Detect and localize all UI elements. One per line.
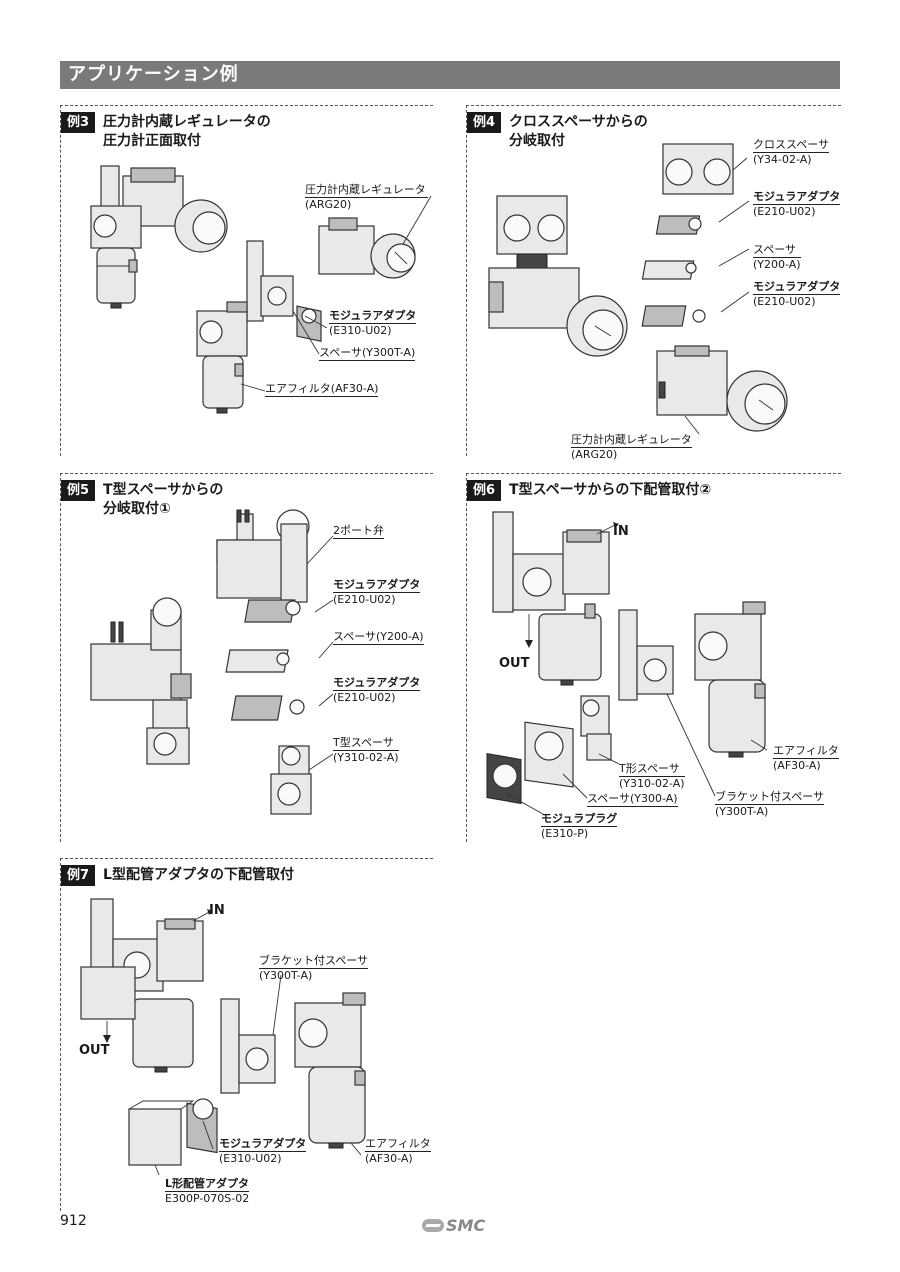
ex6-plug-name: モジュラプラグ	[541, 812, 618, 827]
example-4-section: 例4 クロススペーサからの 分岐取付	[466, 105, 841, 461]
ex6-filter-name: エアフィルタ	[773, 744, 839, 759]
brand-name: SMC	[446, 1216, 486, 1235]
ex4-adapter2-label: モジュラアダプタ (E210-U02)	[753, 280, 841, 309]
example-7-tag: 例7	[61, 865, 96, 886]
ex3-filter-label: エアフィルタ(AF30-A)	[265, 382, 379, 397]
ex4-regulator-label: 圧力計内蔵レギュレータ (ARG20)	[571, 433, 692, 462]
ex4-adapter2-code: (E210-U02)	[753, 295, 816, 308]
example-3-title: 圧力計内蔵レギュレータの 圧力計正面取付	[103, 114, 271, 149]
example-3-tag: 例3	[61, 112, 96, 133]
example-4-heading: 例4 クロススペーサからの 分岐取付	[467, 112, 648, 151]
example-6-heading: 例6 T型スペーサからの下配管取付②	[467, 480, 711, 501]
example-4-illustration	[488, 143, 788, 435]
ex7-bracket-label: ブラケット付スペーサ (Y300T-A)	[259, 954, 369, 983]
page-header: アプリケーション例	[60, 61, 840, 89]
ex3-adapter-label: モジュラアダプタ (E310-U02)	[329, 309, 417, 338]
ex6-tspacer-name: T形スペーサ	[619, 762, 685, 777]
ex3-adapter-name: モジュラアダプタ	[329, 309, 417, 324]
ex7-adapter-name: モジュラアダプタ	[219, 1137, 307, 1152]
ex3-regulator-label: 圧力計内蔵レギュレータ (ARG20)	[305, 183, 428, 212]
ex7-bracket-code: (Y300T-A)	[259, 969, 313, 982]
ex6-in-label: IN	[613, 524, 629, 539]
ex6-plug-code: (E310-P)	[541, 827, 589, 840]
ex5-adapter2-name: モジュラアダプタ	[333, 676, 421, 691]
ex5-adapter1-name: モジュラアダプタ	[333, 578, 421, 593]
ex4-regulator-name: 圧力計内蔵レギュレータ	[571, 433, 692, 448]
example-6-illustration	[486, 511, 768, 815]
ex4-adapter1-name: モジュラアダプタ	[753, 190, 841, 205]
ex6-bracket-name: ブラケット付スペーサ	[715, 790, 825, 805]
example-6-tag: 例6	[467, 480, 502, 501]
ex7-ladapter-label: L形配管アダプタ E300P-070S-02	[165, 1177, 250, 1206]
ex5-tspacer-code: (Y310-02-A)	[333, 751, 399, 764]
ex3-adapter-code: (E310-U02)	[329, 324, 392, 337]
ex5-spacer-label: スペーサ(Y200-A)	[333, 630, 424, 645]
example-3-section: 例3 圧力計内蔵レギュレータの 圧力計正面取付	[60, 105, 433, 456]
ex4-cross-label: クロススペーサ (Y34-02-A)	[753, 138, 830, 167]
ex4-regulator-code: (ARG20)	[571, 448, 618, 461]
ex5-valve-label: 2ポート弁	[333, 524, 384, 539]
ex7-filter-name: エアフィルタ	[365, 1137, 431, 1152]
example-6-title: T型スペーサからの下配管取付②	[509, 482, 712, 498]
page-number: 912	[60, 1213, 87, 1229]
ex6-tspacer-label: T形スペーサ (Y310-02-A)	[619, 762, 685, 791]
ex4-cross-code: (Y34-02-A)	[753, 153, 812, 166]
example-5-section: 例5 T型スペーサからの 分岐取付①	[60, 473, 433, 842]
ex7-ladapter-name: L形配管アダプタ	[165, 1177, 250, 1192]
ex7-ladapter-code: E300P-070S-02	[165, 1192, 250, 1205]
example-3-heading: 例3 圧力計内蔵レギュレータの 圧力計正面取付	[61, 112, 271, 151]
ex7-filter-code: (AF30-A)	[365, 1152, 413, 1165]
ex7-adapter-code: (E310-U02)	[219, 1152, 282, 1165]
ex3-regulator-code: (ARG20)	[305, 198, 352, 211]
ex5-adapter2-label: モジュラアダプタ (E210-U02)	[333, 676, 421, 705]
example-4-tag: 例4	[467, 112, 502, 133]
example-5-illustration	[90, 509, 334, 815]
ex5-adapter1-code: (E210-U02)	[333, 593, 396, 606]
ex6-spacer-label: スペーサ(Y300-A)	[587, 792, 678, 807]
ex7-filter-label: エアフィルタ (AF30-A)	[365, 1137, 431, 1166]
example-5-tag: 例5	[61, 480, 96, 501]
ex7-adapter-label: モジュラアダプタ (E310-U02)	[219, 1137, 307, 1166]
ex7-out-label: OUT	[79, 1043, 110, 1058]
ex7-in-label: IN	[209, 903, 225, 918]
ex5-tspacer-label: T型スペーサ (Y310-02-A)	[333, 736, 399, 765]
ex3-spacer-label: スペーサ(Y300T-A)	[319, 346, 416, 361]
example-7-heading: 例7 L型配管アダプタの下配管取付	[61, 865, 294, 886]
example-5-title: T型スペーサからの 分岐取付①	[103, 482, 224, 517]
ex6-out-label: OUT	[499, 656, 530, 671]
ex7-bracket-name: ブラケット付スペーサ	[259, 954, 369, 969]
ex6-plug-label: モジュラプラグ (E310-P)	[541, 812, 618, 841]
ex6-filter-code: (AF30-A)	[773, 759, 821, 772]
example-4-title: クロススペーサからの 分岐取付	[509, 114, 648, 149]
example-7-illustration	[80, 898, 366, 1176]
ex4-cross-name: クロススペーサ	[753, 138, 830, 153]
example-7-title: L型配管アダプタの下配管取付	[103, 867, 294, 883]
ex4-spacer-label: スペーサ (Y200-A)	[753, 243, 801, 272]
smc-logo-icon	[422, 1219, 444, 1232]
ex4-spacer-code: (Y200-A)	[753, 258, 801, 271]
ex4-spacer-name: スペーサ	[753, 243, 801, 258]
example-7-section: 例7 L型配管アダプタの下配管取付	[60, 858, 433, 1211]
brand-logo: SMC	[422, 1216, 485, 1235]
example-3-illustration	[90, 165, 432, 414]
ex4-adapter1-label: モジュラアダプタ (E210-U02)	[753, 190, 841, 219]
ex5-adapter1-label: モジュラアダプタ (E210-U02)	[333, 578, 421, 607]
ex3-regulator-name: 圧力計内蔵レギュレータ	[305, 183, 428, 198]
example-5-heading: 例5 T型スペーサからの 分岐取付①	[61, 480, 223, 519]
ex6-tspacer-code: (Y310-02-A)	[619, 777, 685, 790]
ex4-adapter2-name: モジュラアダプタ	[753, 280, 841, 295]
ex5-tspacer-name: T型スペーサ	[333, 736, 399, 751]
example-6-section: 例6 T型スペーサからの下配管取付②	[466, 473, 841, 842]
ex6-filter-label: エアフィルタ (AF30-A)	[773, 744, 839, 773]
ex5-adapter2-code: (E210-U02)	[333, 691, 396, 704]
ex4-adapter1-code: (E210-U02)	[753, 205, 816, 218]
ex6-bracket-code: (Y300T-A)	[715, 805, 769, 818]
ex6-bracket-label: ブラケット付スペーサ (Y300T-A)	[715, 790, 825, 819]
